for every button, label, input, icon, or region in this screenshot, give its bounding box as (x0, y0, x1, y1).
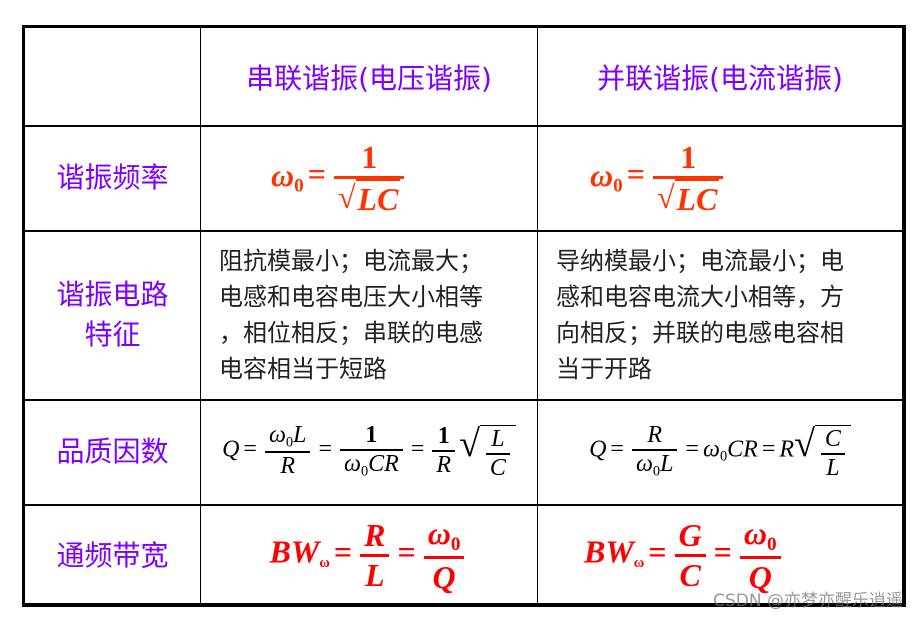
label-line: 谐振电路 (56, 278, 169, 311)
series-resonant-frequency-formula: ω0=1√LC (201, 126, 537, 230)
row-divider-2 (25, 230, 902, 232)
row-divider-3 (25, 399, 902, 401)
header-parallel-resonance: 并联谐振(电流谐振) (597, 61, 843, 95)
column-divider-2 (537, 28, 538, 603)
column-divider-1 (200, 28, 201, 603)
text-line: 电容相当于短路 (219, 355, 387, 383)
row-label-circuit-characteristics: 谐振电路 特征 (25, 231, 200, 399)
label-line: 特征 (84, 318, 141, 351)
row-label-bandwidth: 通频带宽 (56, 538, 169, 572)
row-divider-1 (25, 125, 902, 127)
csdn-watermark: CSDN @亦梦亦醒乐逍遥 (713, 591, 903, 611)
row-label-resonant-frequency: 谐振频率 (56, 161, 169, 194)
header-series-resonance: 串联谐振(电压谐振) (246, 61, 492, 95)
text-line: ，相位相反；串联的电感 (219, 319, 483, 347)
parallel-resonant-frequency-formula: ω0=1√LC (538, 126, 902, 230)
formula: ω0=1√LC (590, 139, 727, 218)
series-characteristics-text: 阻抗模最小；电流最大； 电感和电容电压大小相等 ，相位相反；串联的电感 电容相当… (201, 231, 537, 399)
text-line: 当于开路 (556, 355, 652, 383)
resonance-comparison-table: 串联谐振(电压谐振) 并联谐振(电流谐振) 谐振频率 ω0=1√LC ω0=1√… (22, 25, 906, 607)
text-line: 阻抗模最小；电流最大； (219, 247, 483, 275)
formula: ω0=1√LC (271, 139, 408, 218)
text-line: 导纳模最小；电流最小；电 (556, 247, 844, 275)
parallel-characteristics-text: 导纳模最小；电流最小；电 感和电容电流大小相等，方 向相反；并联的电感电容相 当… (538, 231, 902, 399)
text-line: 电感和电容电压大小相等 (219, 283, 483, 311)
row-divider-4 (25, 504, 902, 506)
header-empty-cell (25, 28, 200, 125)
text-line: 感和电容电流大小相等，方 (556, 283, 844, 311)
text-line: 向相反；并联的电感电容相 (556, 319, 844, 347)
row-label-quality-factor: 品质因数 (56, 435, 169, 468)
